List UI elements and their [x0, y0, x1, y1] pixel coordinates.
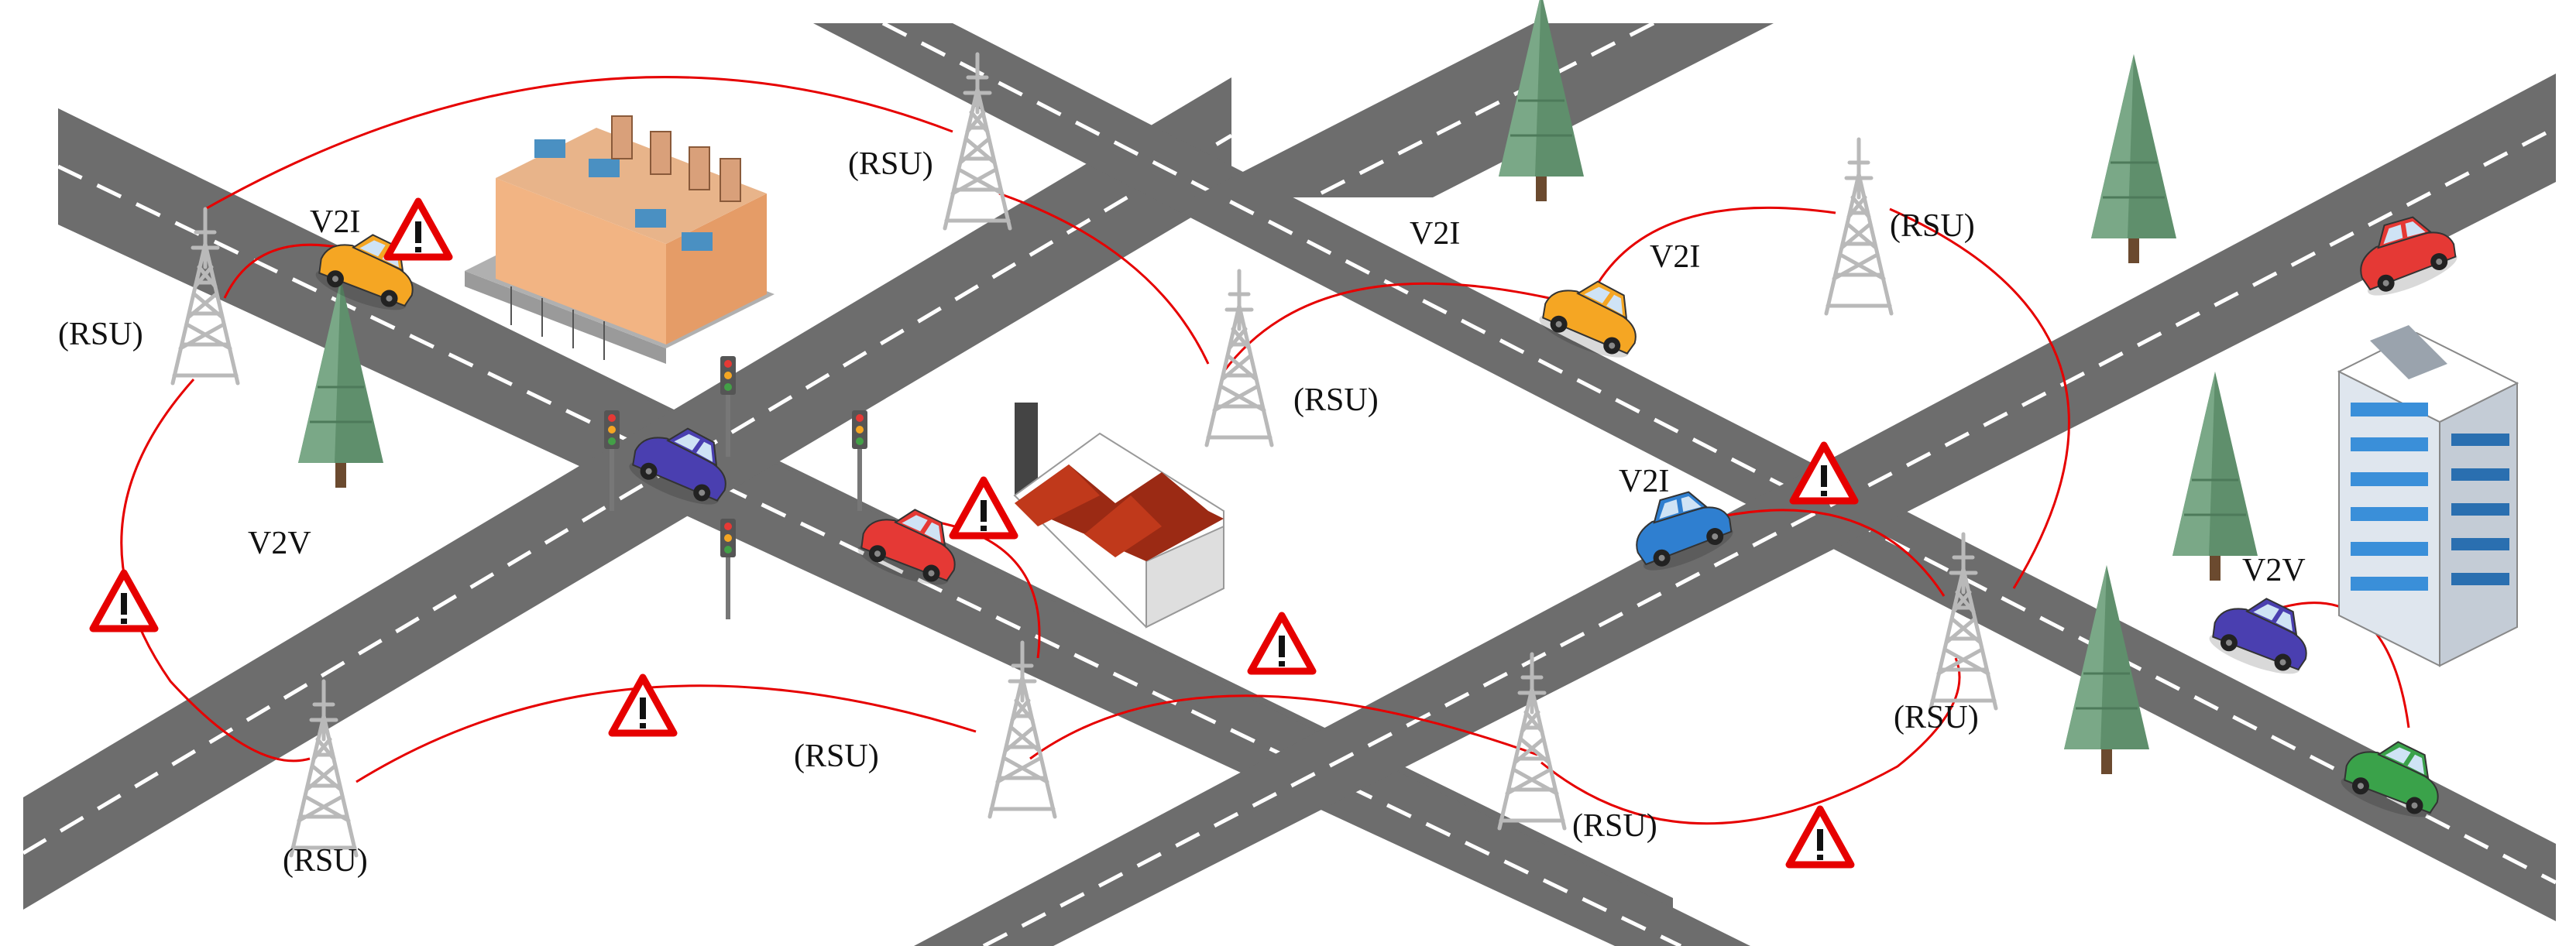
link-rsu-rsu-mid: [1029, 694, 1538, 760]
rsu-tower-icon: [1207, 271, 1272, 445]
link-car-rsu-red: [913, 517, 1041, 659]
car-icon: [2204, 584, 2321, 684]
warning-triangle-icon: [1251, 615, 1313, 671]
warning-triangle-icon: [1789, 809, 1851, 865]
traffic-light-icon: [720, 519, 736, 619]
v2i-label: V2I: [1619, 464, 1669, 499]
rsu-label: (RSU): [848, 146, 933, 182]
factory-icon: [465, 115, 775, 364]
link-right-loop: [1889, 207, 2070, 589]
warning-triangle-icon: [93, 573, 155, 629]
pine-tree-icon: [2090, 53, 2178, 265]
rsu-label: (RSU): [794, 739, 879, 774]
rsu-label: (RSU): [1572, 808, 1657, 844]
link-rsu-car-center: [1222, 282, 1550, 372]
link-rsu-car-v2i-left: [223, 243, 342, 299]
rsu-label: (RSU): [1293, 382, 1379, 418]
v2i-label: V2I: [1650, 239, 1700, 275]
rsu-label: (RSU): [1894, 700, 1979, 735]
factory-icon: [1013, 403, 1224, 629]
v2v-label: V2V: [248, 526, 311, 561]
rsu-label: (RSU): [1890, 208, 1975, 244]
v2i-label: V2I: [310, 204, 360, 240]
traffic-light-icon: [852, 410, 867, 511]
rsu-label: (RSU): [283, 843, 368, 879]
rsu-label: (RSU): [58, 317, 143, 352]
link-rsu-rsu-low: [1540, 657, 1961, 825]
pine-tree-icon: [2171, 370, 2259, 582]
v2v-label: V2V: [2242, 553, 2306, 588]
link-v2v-left-loop: [120, 379, 311, 763]
v2i-label: V2I: [1410, 216, 1460, 252]
link-rsu-car-v2i-upper: [1586, 206, 1836, 303]
office-building-icon: [2337, 325, 2519, 667]
road-d: [914, 74, 2557, 946]
rsu-tower-icon: [1826, 139, 1891, 314]
warning-triangle-icon: [953, 480, 1015, 536]
link-rsu-rsu-center: [998, 192, 1210, 365]
road-e: [1193, 21, 1774, 200]
labels: (RSU) (RSU) (RSU) (RSU) (RSU) (RSU) (RSU…: [58, 146, 2306, 879]
road-network: [22, 21, 2557, 946]
warning-triangle-icon: [387, 201, 449, 257]
link-rsu-rsu-top: [204, 76, 953, 211]
